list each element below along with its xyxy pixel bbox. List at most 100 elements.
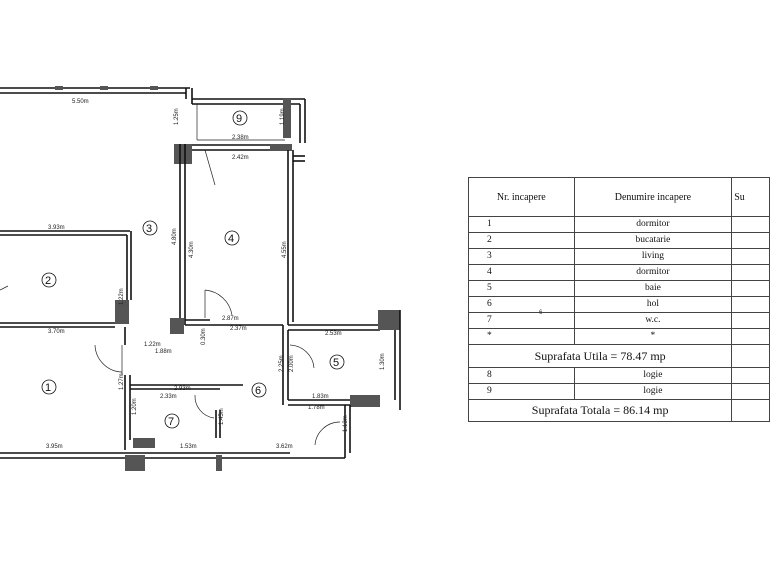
dim-label: 2.42m — [232, 155, 249, 161]
dim-label: 1.25m — [174, 108, 180, 125]
header-area: Su — [731, 177, 770, 217]
dim-label: 4.55m — [282, 241, 288, 258]
dim-label: 5.50m — [72, 99, 89, 105]
dim-label: 4.30m — [189, 241, 195, 258]
dim-label: 2.33m — [160, 394, 177, 400]
room-number: 1 — [45, 382, 51, 394]
table-row: 2 bucatarie — [468, 232, 770, 249]
table-row: 3 living — [468, 248, 770, 265]
row-name: dormitor — [573, 264, 733, 281]
dim-label: 2.53m — [325, 331, 342, 337]
table-header: Nr. incapere Denumire incapere Su — [468, 177, 770, 217]
row-area — [731, 312, 770, 329]
row-name: w.c. — [573, 312, 733, 329]
dim-label: 4.80m — [172, 228, 178, 245]
rooms-table: Nr. incapere Denumire incapere Su 1 dorm… — [467, 177, 770, 422]
table-row: 7 w.c. — [468, 312, 770, 329]
row-area — [731, 248, 770, 265]
room-number: 4 — [228, 233, 234, 245]
usable-area-value — [731, 344, 770, 368]
room-marker — [164, 413, 180, 429]
row-nr: 7 — [468, 312, 575, 329]
table-row: 5 baie — [468, 280, 770, 297]
row-nr: 9 — [468, 383, 575, 400]
dim-label: 2.00m — [289, 355, 295, 372]
dim-label: 1.83m — [312, 394, 329, 400]
table-mark: 6 — [539, 310, 543, 316]
dim-label: 2.38m — [232, 135, 249, 141]
usable-area-label: Suprafata Utila = 78.47 mp — [467, 344, 733, 368]
row-area — [731, 296, 770, 313]
dim-label: 2.87m — [222, 316, 239, 322]
table-row: 8 logie — [468, 367, 770, 384]
row-nr: 4 — [468, 264, 575, 281]
dim-label: 0.30m — [201, 328, 207, 345]
table-row: * * — [468, 328, 770, 345]
row-nr: 2 — [468, 232, 575, 249]
room-number: 9 — [236, 113, 242, 125]
row-name: * — [573, 328, 733, 345]
dim-label: 3.93m — [48, 225, 65, 231]
row-nr: 6 — [468, 296, 575, 313]
dim-label: 1.13m — [343, 415, 349, 432]
dim-label: 1.88m — [155, 349, 172, 355]
dim-label: 2.93m — [174, 386, 191, 392]
dim-label: 1.20m — [132, 398, 138, 415]
row-name: logie — [573, 383, 733, 400]
dim-label: 3.70m — [48, 329, 65, 335]
row-area — [731, 280, 770, 297]
total-area-value — [731, 399, 770, 422]
row-area — [731, 328, 770, 345]
room-number: 2 — [45, 275, 51, 287]
dim-label: 1.22m — [144, 342, 161, 348]
table-row: 9 logie — [468, 383, 770, 400]
row-name: bucatarie — [573, 232, 733, 249]
table-row: 4 dormitor — [468, 264, 770, 281]
room-number: 6 — [255, 385, 261, 397]
dim-label: 2.25m — [279, 355, 285, 372]
dim-label: 1.53m — [180, 444, 197, 450]
row-nr: 5 — [468, 280, 575, 297]
dim-label: 1.27m — [119, 373, 125, 390]
row-nr: 3 — [468, 248, 575, 265]
room-marker — [251, 382, 267, 398]
row-name: hol — [573, 296, 733, 313]
room-number: 7 — [168, 416, 174, 428]
total-area-label: Suprafata Totala = 86.14 mp — [467, 399, 733, 422]
row-area — [731, 383, 770, 400]
room-number: 5 — [333, 357, 339, 369]
row-name: logie — [573, 367, 733, 384]
dim-label: 1.22m — [119, 288, 125, 305]
room-labels: 9 3 4 2 5 1 6 7 — [41, 110, 345, 429]
room-marker — [329, 354, 345, 370]
usable-area-row: Suprafata Utila = 78.47 mp — [467, 344, 770, 368]
header-name: Denumire incapere — [573, 177, 733, 217]
row-nr: * — [468, 328, 575, 345]
row-area — [731, 216, 770, 233]
room-marker — [232, 110, 248, 126]
dim-label: 1.30m — [380, 353, 386, 370]
room-marker — [224, 230, 240, 246]
room-marker — [142, 220, 158, 236]
row-nr: 8 — [468, 367, 575, 384]
table-row: 1 dormitor — [468, 216, 770, 233]
doors — [0, 149, 341, 446]
row-name: living — [573, 248, 733, 265]
dim-label: 1.19m — [280, 108, 286, 125]
dim-label: 3.62m — [276, 444, 293, 450]
row-area — [731, 367, 770, 384]
row-area — [731, 232, 770, 249]
dim-label: 1.45m — [219, 408, 225, 425]
table-row: 6 hol — [468, 296, 770, 313]
row-area — [731, 264, 770, 281]
dim-label: 3.95m — [46, 444, 63, 450]
row-name: baie — [573, 280, 733, 297]
row-nr: 1 — [468, 216, 575, 233]
room-marker — [41, 379, 57, 395]
header-nr: Nr. incapere — [468, 177, 575, 217]
room-number: 3 — [146, 223, 152, 235]
dim-label: 1.78m — [308, 405, 325, 411]
dim-label: 2.37m — [230, 326, 247, 332]
row-name: dormitor — [573, 216, 733, 233]
